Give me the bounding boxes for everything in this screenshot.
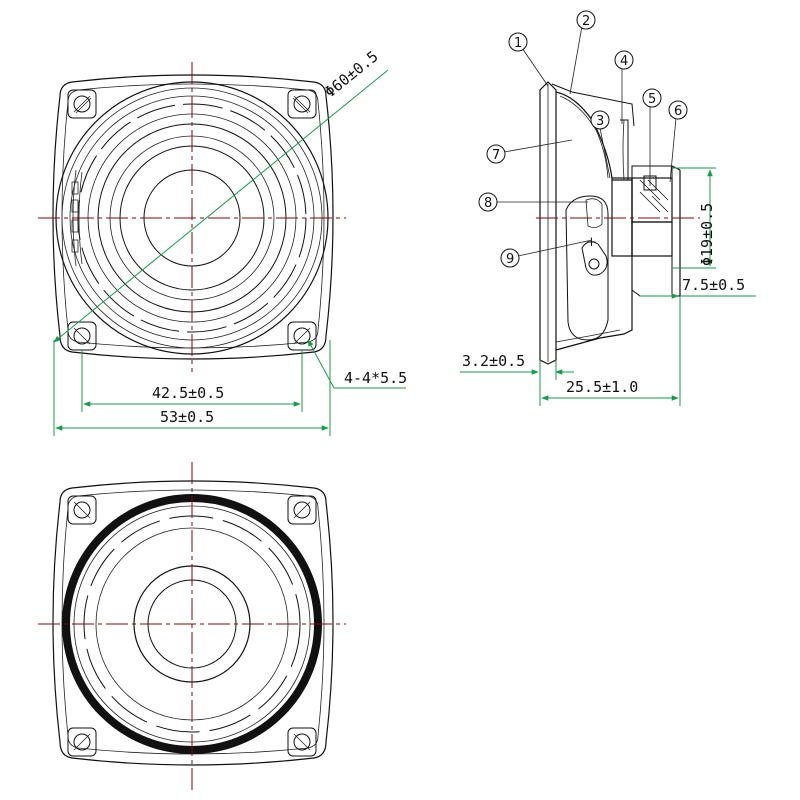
side-total-depth-label: 25.5±1.0 [566,378,638,396]
side-back-plate [631,221,673,257]
side-magnet [631,177,673,223]
rear-hole-br [287,727,317,757]
side-magnet-depth-label: 7.5±0.5 [682,276,745,294]
mount-hole-tr [287,89,317,119]
callout-1: 1 [514,36,522,51]
callout-6: 6 [674,104,682,119]
front-view: Φ60±0.5 42.5±0.5 53±0.5 4-4*5.5 [38,47,407,436]
callout-2: 2 [582,14,590,29]
rear-hole-bl [67,727,97,757]
callouts: 1 2 3 4 5 6 7 [478,10,688,268]
front-diameter-line [53,69,389,343]
front-mount-label: 4-4*5.5 [344,369,407,387]
front-diameter-label: Φ60±0.5 [321,47,381,101]
side-terminal-window [565,195,609,341]
rear-frame [52,480,334,766]
callout-9: 9 [506,252,514,267]
rear-view [38,462,346,790]
front-width-label: 53±0.5 [160,408,214,426]
side-top-plate [611,177,633,257]
mount-hole-br [287,321,317,351]
callout-3: 3 [596,114,604,129]
callout-7: 7 [492,148,500,163]
side-terminal [581,241,608,276]
rear-hole-tl [67,495,97,525]
side-magnet-diameter-label: Φ19±0.5 [698,203,716,266]
rear-hole-tr [287,495,317,525]
callout-8: 8 [484,196,492,211]
front-mount-leader [307,339,406,389]
rear-mount-holes [67,495,317,757]
side-terminal-plus: + [586,235,597,250]
side-surround [551,83,635,127]
callout-5: 5 [648,92,656,107]
front-hole-pitch-label: 42.5±0.5 [152,384,224,402]
side-flange-label: 3.2±0.5 [462,352,525,370]
callout-4: 4 [620,54,628,69]
side-cone [555,91,613,179]
mount-hole-tl [67,89,97,119]
side-view: + 1 2 [460,10,756,406]
mount-hole-bl [67,321,97,351]
